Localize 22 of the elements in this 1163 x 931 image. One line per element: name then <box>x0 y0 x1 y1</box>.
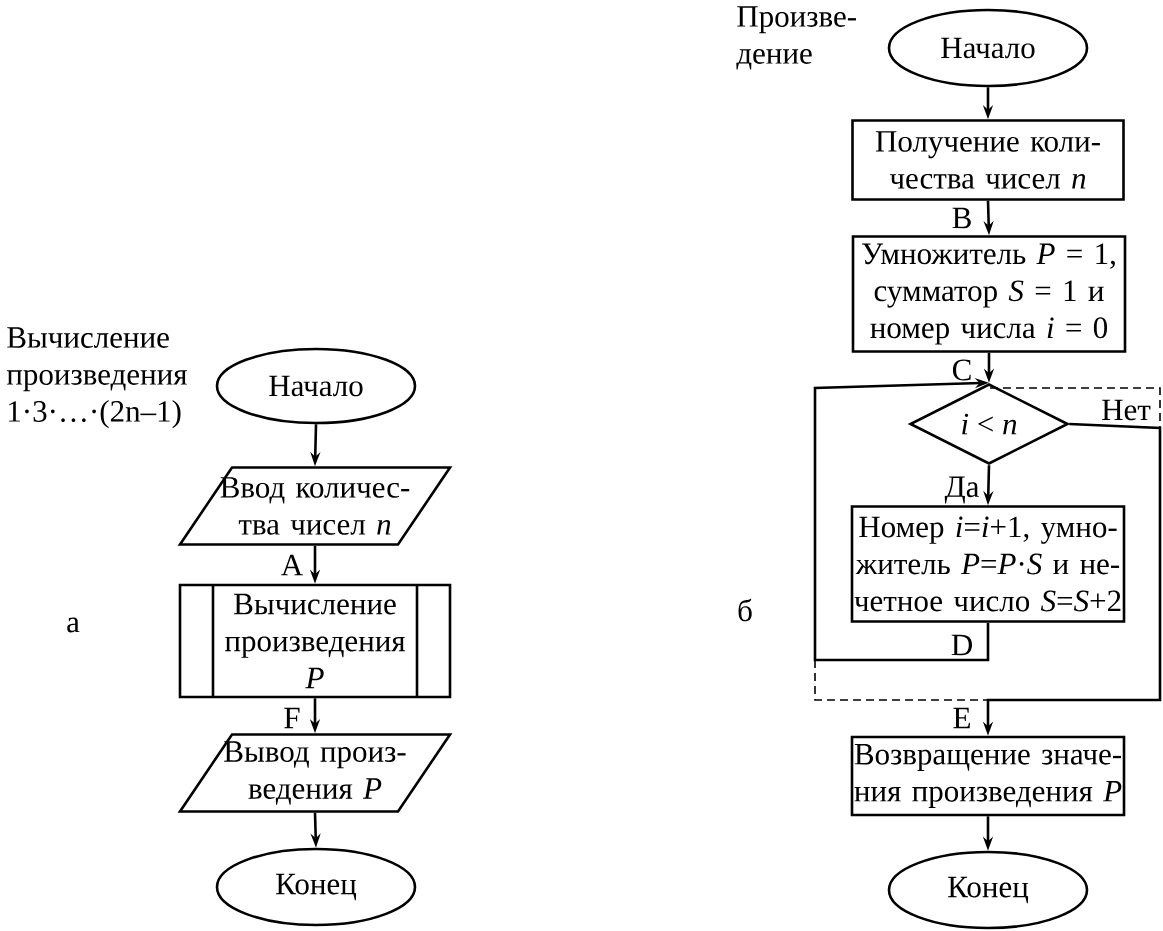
panel-letter: E <box>953 707 970 729</box>
panel-letter: б <box>738 598 752 622</box>
edge-label: Да <box>944 476 979 504</box>
panel-letter: а <box>67 617 80 633</box>
terminal-oval: Конец <box>887 850 1089 930</box>
caption-text: Вычисление произведения 1·3·…·(2n–1) <box>6 327 187 429</box>
terminal-oval: Начало <box>887 8 1089 88</box>
terminal-oval: Конец <box>215 847 417 927</box>
edge-label: C <box>952 359 971 381</box>
process-box: Получение коли- чества чисел n <box>851 119 1125 201</box>
edge-label: A <box>281 554 303 576</box>
edge-label: F <box>284 707 300 729</box>
subprocess-box: Вычисление произведения P <box>178 583 452 699</box>
arrow <box>813 378 990 662</box>
process-box: Возвращение значе- ния произведения P <box>850 735 1126 817</box>
process-box: Умножитель P = 1, сумматор S = 1 и номер числа i = 0 <box>851 235 1127 353</box>
edge-label: B <box>952 207 971 229</box>
terminal-oval: Начало <box>215 347 417 425</box>
process-box: Номер i=i+1, умно- житель P=P·S и не- четное число S=S+2 <box>850 505 1126 623</box>
edge-label: D <box>951 634 972 656</box>
caption-text: Произве- дение <box>736 6 856 70</box>
edge-label: Нет <box>1102 399 1151 421</box>
